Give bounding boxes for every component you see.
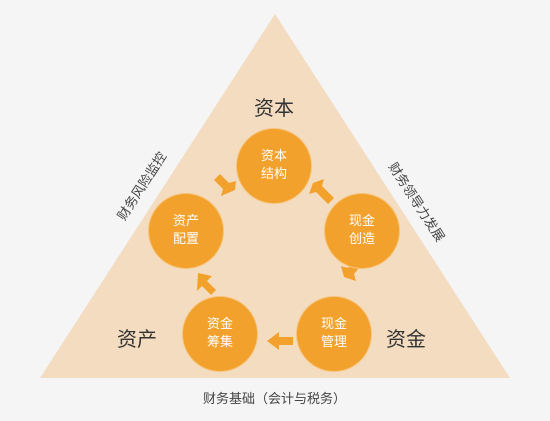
circle-fund-raising-label: 资金筹集 bbox=[206, 317, 233, 350]
circle-asset-allocation-label: 资产配置 bbox=[172, 214, 199, 247]
circle-cash-management: 现金管理 bbox=[297, 297, 371, 371]
circle-asset-allocation: 资产配置 bbox=[149, 194, 223, 268]
arrow-capital-to-cash-creation bbox=[309, 179, 334, 204]
circle-capital-structure: 资本结构 bbox=[237, 129, 311, 203]
circle-cash-creation-label: 现金创造 bbox=[348, 214, 375, 247]
corner-label-funds: 资金 bbox=[386, 327, 426, 351]
circle-cash-management-label: 现金管理 bbox=[320, 317, 347, 350]
corner-label-assets: 资产 bbox=[117, 327, 157, 351]
side-label-foundation: 财务基础（会计与税务） bbox=[203, 392, 347, 407]
arrow-cash-management-to-fund-raising bbox=[267, 332, 293, 350]
circle-fund-raising: 资金筹集 bbox=[183, 297, 257, 371]
circle-cash-creation: 现金创造 bbox=[325, 194, 399, 268]
arrow-asset-allocation-to-capital bbox=[214, 174, 236, 196]
corner-label-capital: 资本 bbox=[254, 96, 294, 120]
circle-capital-structure-label: 资本结构 bbox=[260, 149, 287, 182]
arrow-fund-raising-to-asset-allocation bbox=[197, 273, 216, 295]
